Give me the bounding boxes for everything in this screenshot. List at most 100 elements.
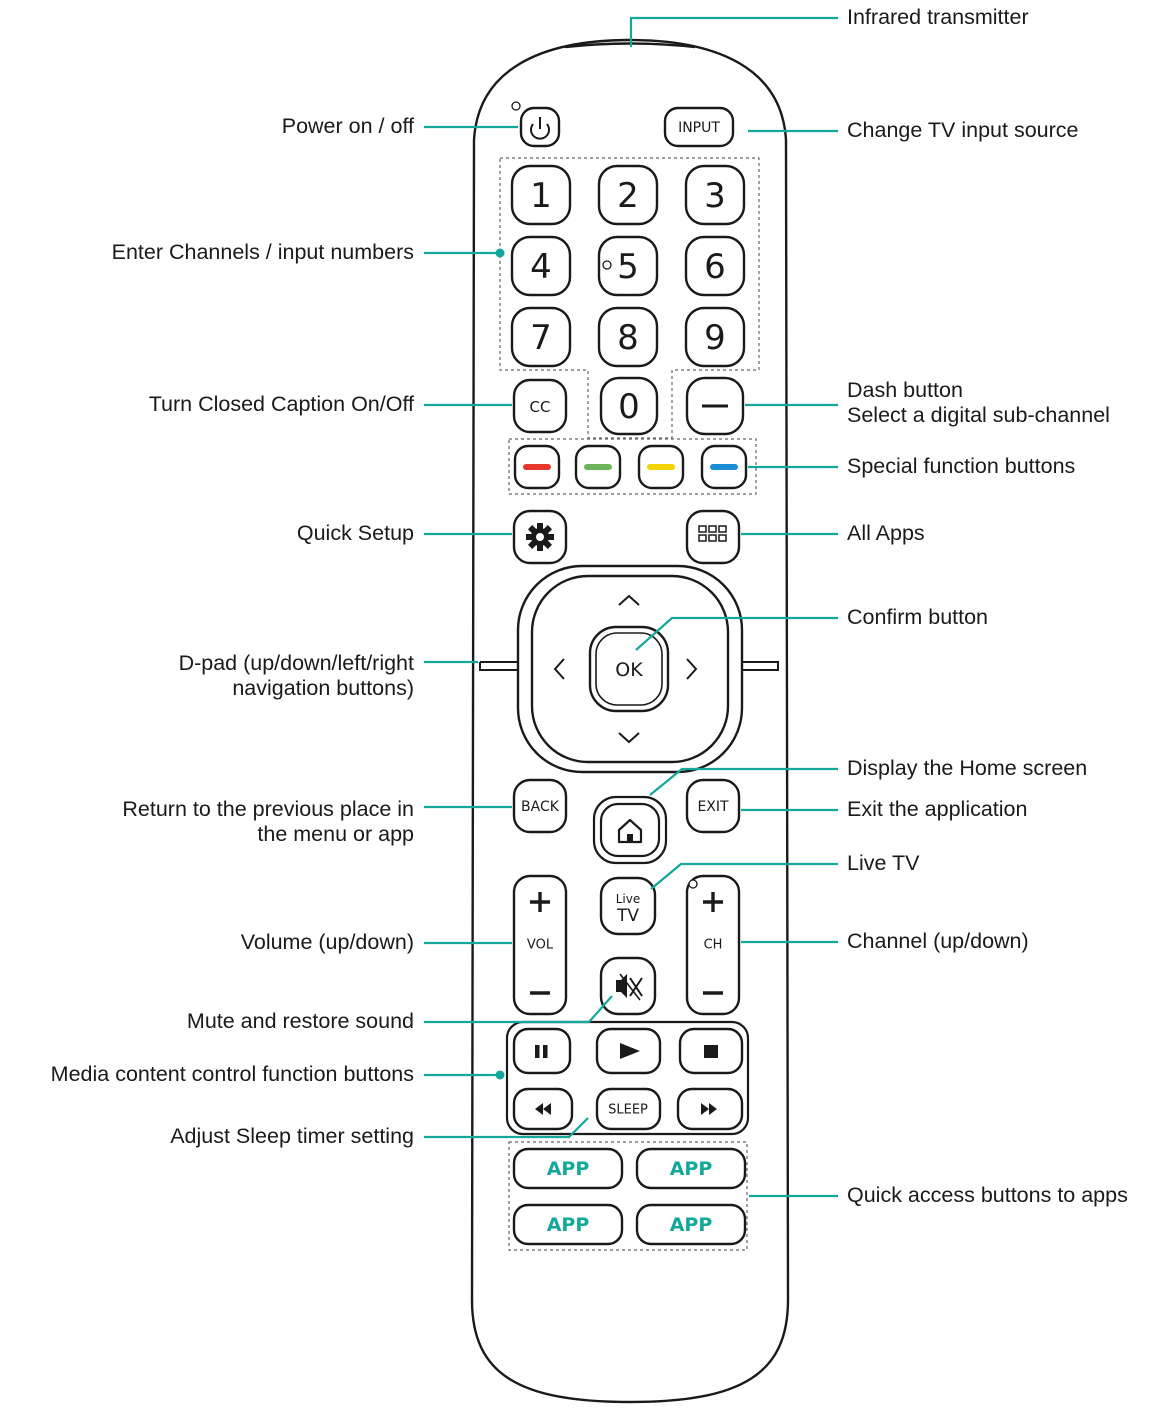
callout-volume: Volume (up/down) bbox=[240, 930, 414, 954]
back-button-label: BACK bbox=[521, 799, 560, 815]
callout-channel: Channel (up/down) bbox=[847, 929, 1029, 953]
callout-home: Display the Home screen bbox=[847, 756, 1088, 780]
color-bar-yellow bbox=[647, 464, 675, 470]
callout-back: Return to the previous place in the menu… bbox=[122, 797, 414, 847]
ok-button[interactable]: OK bbox=[588, 625, 670, 713]
cc-button-label: CC bbox=[530, 398, 551, 416]
digit-8-button[interactable]: 8 bbox=[597, 306, 659, 368]
volume-rocker[interactable]: VOL bbox=[512, 874, 568, 1016]
digit-7-label: 7 bbox=[530, 318, 552, 358]
exit-button[interactable]: EXIT bbox=[685, 778, 741, 834]
digit-2-button[interactable]: 2 bbox=[597, 164, 659, 226]
mute-button[interactable] bbox=[599, 956, 657, 1016]
dpad-up-arrow-icon[interactable] bbox=[618, 594, 640, 606]
live-tv-button[interactable]: Live TV bbox=[599, 876, 657, 936]
fast-forward-button[interactable] bbox=[676, 1087, 744, 1131]
color-key-green-button[interactable] bbox=[574, 444, 622, 490]
power-icon bbox=[530, 123, 550, 140]
leader-lines bbox=[424, 16, 838, 1198]
play-icon bbox=[620, 1043, 640, 1059]
channel-up-icon[interactable] bbox=[703, 892, 723, 912]
dpad-right-arrow-icon[interactable] bbox=[686, 658, 698, 680]
app-button[interactable]: APP bbox=[635, 1203, 747, 1246]
app-button-label: APP bbox=[547, 1214, 590, 1236]
mute-icon bbox=[616, 973, 643, 1001]
rewind-icon bbox=[535, 1103, 551, 1115]
callout-exit: Exit the application bbox=[847, 797, 1028, 821]
digit-5-button[interactable]: 5 bbox=[597, 235, 659, 297]
app-button-label: APP bbox=[670, 1158, 713, 1180]
callout-media: Media content control function buttons bbox=[50, 1062, 414, 1086]
color-bar-green bbox=[584, 464, 612, 470]
callout-special: Special function buttons bbox=[847, 454, 1076, 478]
callout-input: Change TV input source bbox=[847, 118, 1079, 142]
sleep-button-label: SLEEP bbox=[608, 1103, 648, 1118]
app-grid-icon bbox=[698, 525, 727, 542]
fast-forward-icon bbox=[701, 1103, 717, 1115]
callout-cc: Turn Closed Caption On/Off bbox=[148, 392, 414, 416]
all-apps-button[interactable] bbox=[685, 509, 741, 565]
digit-3-label: 3 bbox=[704, 176, 726, 216]
live-tv-label-bottom: TV bbox=[616, 906, 639, 926]
app-button[interactable]: APP bbox=[635, 1147, 747, 1190]
quick-setup-button[interactable] bbox=[512, 509, 568, 565]
digit-6-button[interactable]: 6 bbox=[684, 235, 746, 297]
indicator-light-icon bbox=[688, 879, 698, 889]
color-key-blue-button[interactable] bbox=[700, 444, 748, 490]
vol-label: VOL bbox=[527, 938, 554, 953]
digit-0-label: 0 bbox=[618, 387, 640, 427]
power-button[interactable] bbox=[511, 101, 561, 148]
callout-livetv: Live TV bbox=[847, 851, 920, 875]
exit-button-label: EXIT bbox=[697, 799, 729, 815]
numberpad-region bbox=[499, 157, 760, 439]
stop-icon bbox=[704, 1045, 718, 1058]
app-buttons-region bbox=[508, 1141, 748, 1251]
app-button[interactable]: APP bbox=[512, 1203, 624, 1246]
color-key-yellow-button[interactable] bbox=[637, 444, 685, 490]
channel-rocker[interactable]: CH bbox=[685, 874, 741, 1016]
dash-button[interactable] bbox=[685, 376, 745, 436]
callout-dpad: D-pad (up/down/left/right navigation but… bbox=[179, 651, 414, 701]
digit-9-label: 9 bbox=[704, 318, 726, 358]
digit-5-label: 5 bbox=[617, 247, 639, 287]
digit-3-button[interactable]: 3 bbox=[684, 164, 746, 226]
app-button-label: APP bbox=[670, 1214, 713, 1236]
sleep-button[interactable]: SLEEP bbox=[595, 1087, 662, 1131]
digit-6-label: 6 bbox=[704, 247, 726, 287]
rewind-button[interactable] bbox=[512, 1087, 574, 1131]
digit-4-button[interactable]: 4 bbox=[510, 235, 572, 297]
callout-dpad-line2: navigation buttons) bbox=[232, 676, 414, 700]
callout-setup: Quick Setup bbox=[296, 521, 414, 545]
digit-0-button[interactable]: 0 bbox=[599, 376, 659, 436]
input-button-label: INPUT bbox=[678, 120, 720, 136]
input-button[interactable]: INPUT bbox=[663, 106, 735, 148]
digit-9-button[interactable]: 9 bbox=[684, 306, 746, 368]
pause-button[interactable] bbox=[512, 1027, 572, 1075]
callout-ok: Confirm button bbox=[847, 605, 989, 629]
indicator-light-icon bbox=[511, 101, 521, 111]
volume-up-icon[interactable] bbox=[530, 892, 550, 912]
digit-7-button[interactable]: 7 bbox=[510, 306, 572, 368]
stop-button[interactable] bbox=[678, 1027, 744, 1075]
app-button[interactable]: APP bbox=[512, 1147, 624, 1190]
ok-button-label: OK bbox=[615, 659, 643, 681]
ch-label: CH bbox=[704, 938, 723, 953]
back-button[interactable]: BACK bbox=[512, 778, 568, 834]
play-button[interactable] bbox=[595, 1027, 662, 1075]
color-keys-region bbox=[508, 438, 757, 495]
home-button[interactable] bbox=[592, 795, 668, 865]
dpad-down-arrow-icon[interactable] bbox=[618, 732, 640, 744]
digit-1-button[interactable]: 1 bbox=[510, 164, 572, 226]
callout-numbers: Enter Channels / input numbers bbox=[111, 240, 414, 264]
gear-icon bbox=[526, 523, 554, 551]
callout-back-line2: the menu or app bbox=[257, 822, 414, 846]
digit-2-label: 2 bbox=[617, 176, 639, 216]
callout-dpad-line1: D-pad (up/down/left/right bbox=[178, 651, 414, 675]
app-button-label: APP bbox=[547, 1158, 590, 1180]
cc-button[interactable]: CC bbox=[512, 378, 568, 434]
color-key-red-button[interactable] bbox=[513, 444, 561, 490]
tactile-dot-icon bbox=[602, 260, 612, 270]
dpad-left-arrow-icon[interactable] bbox=[553, 658, 565, 680]
callout-dash-line1: Dash button bbox=[847, 378, 963, 402]
